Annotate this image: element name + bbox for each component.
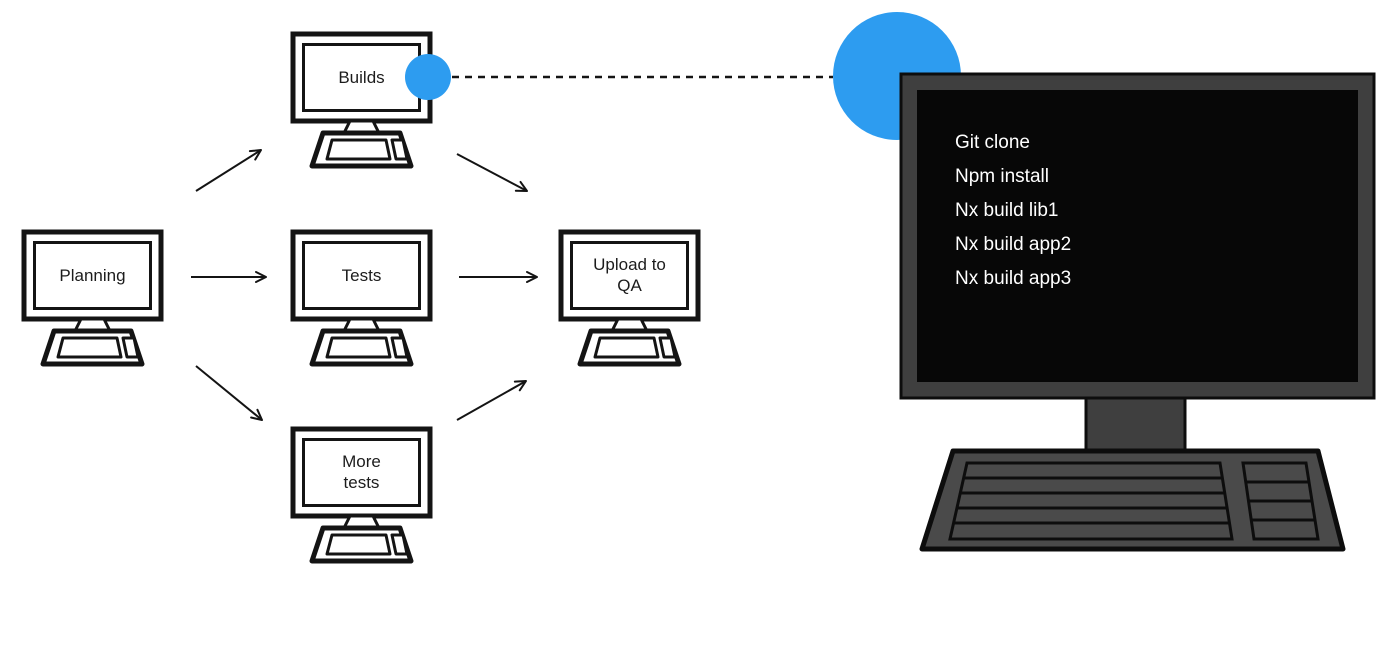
terminal-keyboard-keys bbox=[948, 461, 1320, 541]
node-label: Planning bbox=[59, 265, 126, 285]
terminal-monitor-stand bbox=[1084, 396, 1187, 454]
terminal-line: Nx build app2 bbox=[955, 234, 1072, 255]
diagram-node-upload-to-qa: Upload to QA bbox=[557, 228, 702, 370]
node-label: Upload to QA bbox=[593, 255, 666, 295]
arrow-more-tests-to-upload bbox=[456, 380, 527, 421]
terminal-keyboard bbox=[919, 448, 1346, 552]
diagram-node-tests: Tests bbox=[289, 228, 434, 370]
node-label: More tests bbox=[342, 452, 381, 492]
arrow-planning-to-more-tests bbox=[195, 365, 263, 421]
node-label: Builds bbox=[338, 67, 385, 87]
diagram-node-builds: Builds bbox=[289, 30, 434, 172]
terminal-line: Git clone bbox=[955, 132, 1030, 153]
diagram-node-more-tests: More tests bbox=[289, 425, 434, 567]
callout-dot-large bbox=[833, 12, 961, 140]
terminal-line: Nx build app3 bbox=[955, 268, 1072, 289]
terminal-line: Npm install bbox=[955, 166, 1049, 187]
arrow-builds-to-upload bbox=[456, 153, 528, 192]
node-label: Tests bbox=[341, 265, 382, 285]
diagram-node-planning: Planning bbox=[20, 228, 165, 370]
terminal-line: Nx build lib1 bbox=[955, 200, 1059, 221]
terminal-output: Git clone Npm install Nx build lib1 Nx b… bbox=[955, 126, 1071, 296]
arrow-planning-to-builds bbox=[195, 149, 262, 192]
